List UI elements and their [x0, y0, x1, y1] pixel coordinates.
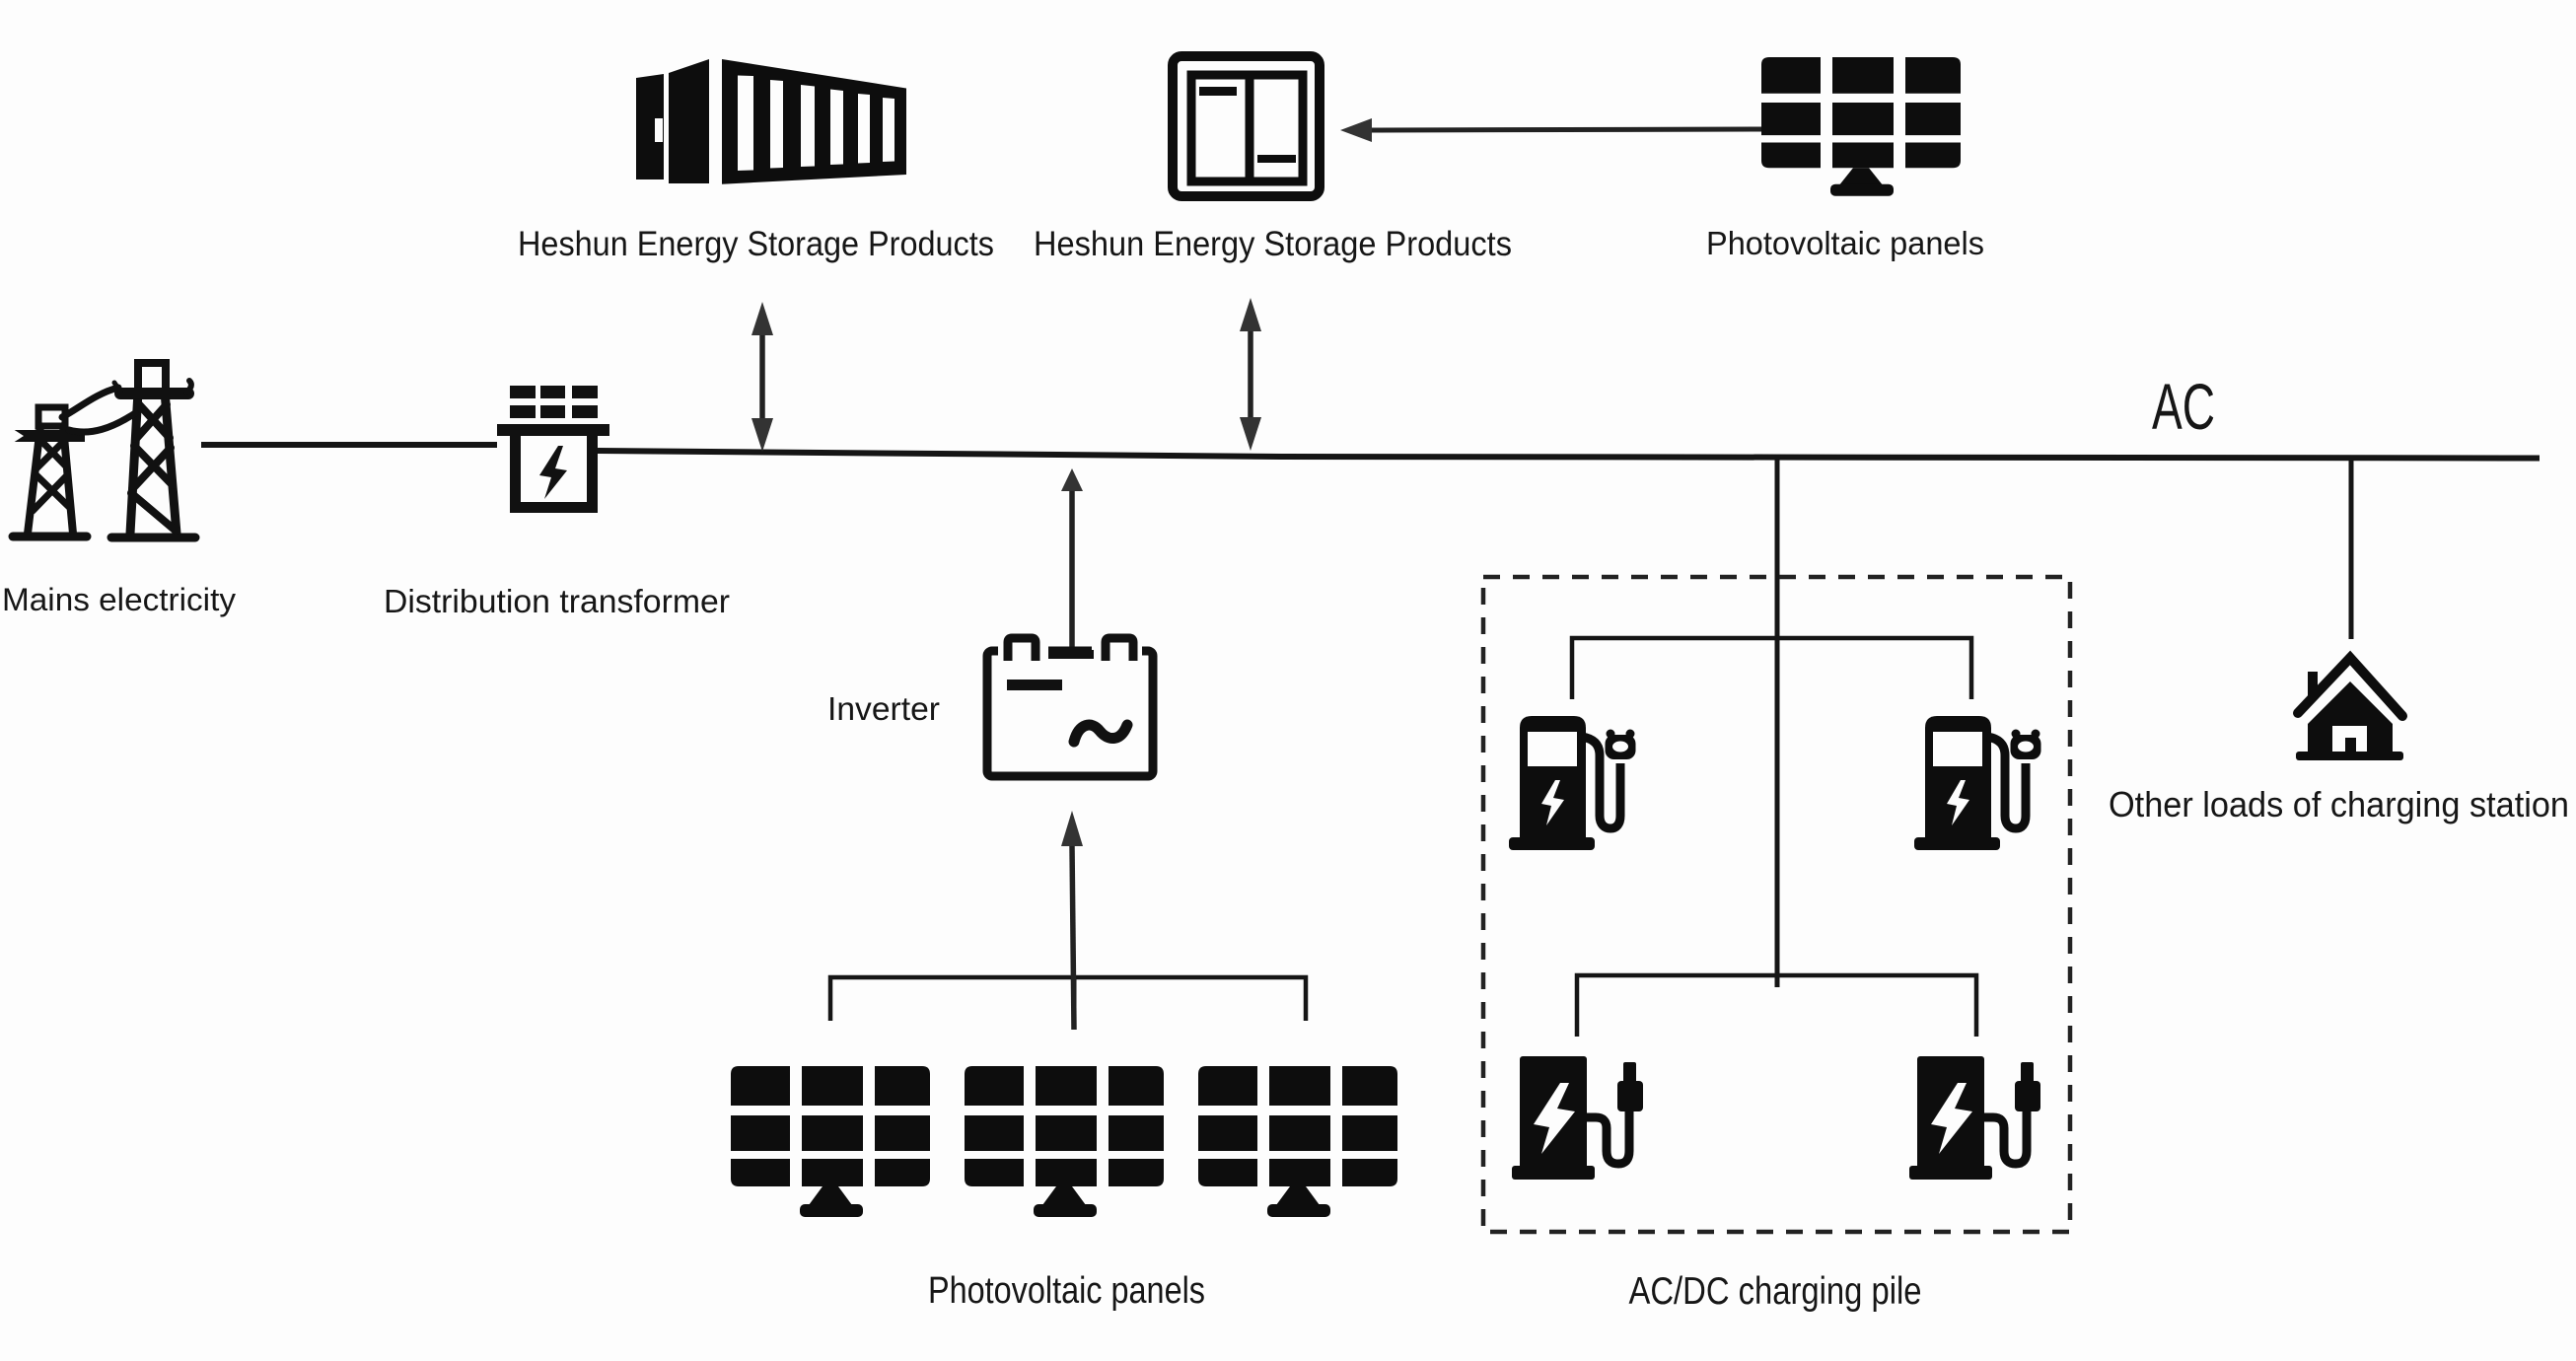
- svg-text:AC/DC charging pile: AC/DC charging pile: [1629, 1270, 1922, 1313]
- svg-text:Photovoltaic panels: Photovoltaic panels: [1706, 225, 1984, 261]
- svg-text:Distribution transformer: Distribution transformer: [384, 584, 730, 620]
- svg-text:Inverter: Inverter: [827, 691, 940, 728]
- svg-text:Heshun Energy Storage Products: Heshun Energy Storage Products: [518, 225, 994, 263]
- svg-text:Other loads of charging statio: Other loads of charging station: [2109, 784, 2569, 824]
- svg-text:Heshun Energy Storage Products: Heshun Energy Storage Products: [1034, 225, 1512, 263]
- svg-text:Mains electricity: Mains electricity: [2, 582, 237, 617]
- svg-text:Photovoltaic panels: Photovoltaic panels: [928, 1270, 1205, 1312]
- svg-text:AC: AC: [2152, 370, 2215, 443]
